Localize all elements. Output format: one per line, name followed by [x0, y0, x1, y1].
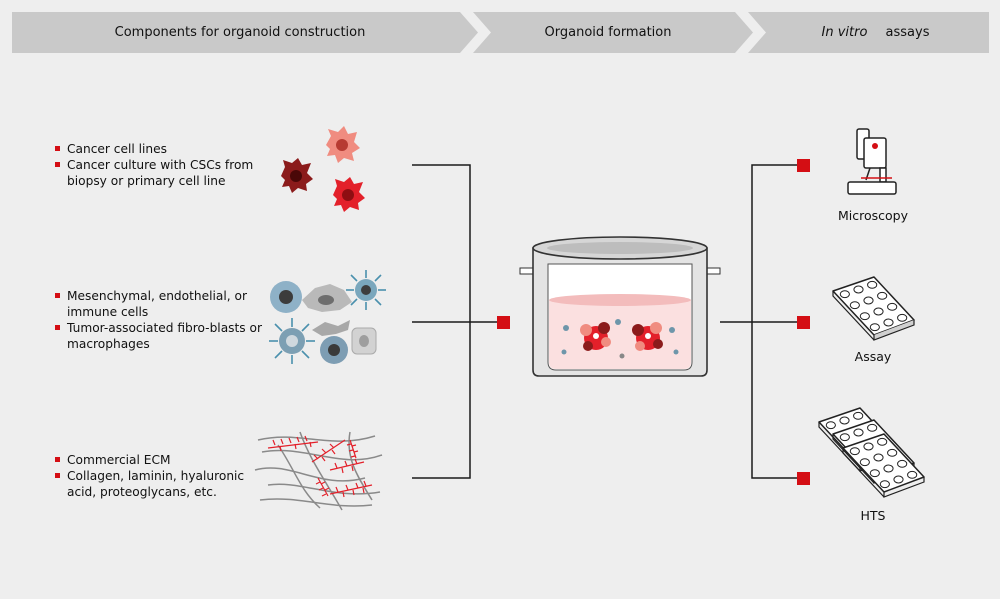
connector-node-assay	[797, 316, 810, 329]
list-item: Tumor-associated fibro-blasts or macroph…	[55, 320, 270, 352]
plate-well	[863, 442, 874, 451]
list-item: Mesenchymal, endothelial, or immune cell…	[55, 288, 270, 320]
plate-well	[887, 302, 898, 311]
list-item: Cancer cell lines	[55, 141, 255, 157]
plate-well	[869, 323, 880, 332]
list-item: Cancer culture with CSCs from biopsy or …	[55, 157, 255, 189]
component-list-cancer-cells: Cancer cell lines Cancer culture with CS…	[55, 141, 255, 189]
connector-node-hts	[797, 472, 810, 485]
assay-label-assay: Assay	[854, 349, 892, 364]
plate-well	[863, 296, 874, 305]
stage-label-assays-italic: In vitro	[821, 25, 868, 40]
hts-plates-icon	[818, 407, 925, 498]
stage-label-formation: Organoid formation	[544, 25, 672, 40]
plate-well	[879, 480, 890, 489]
plate-well	[853, 411, 864, 420]
plate-well	[849, 447, 860, 456]
connector-lines	[412, 164, 797, 479]
assay-label-microscopy: Microscopy	[837, 208, 908, 223]
stage-label-assays: In vitro assays	[808, 25, 930, 40]
plate-well	[839, 433, 850, 442]
connector-node-left	[497, 316, 510, 329]
organoid-cluster-right	[632, 322, 663, 351]
culture-vessel-icon	[519, 236, 721, 377]
stage-label-assays-rest: assays	[881, 25, 930, 40]
plate-well	[877, 437, 888, 446]
plate-well	[883, 464, 894, 473]
microscope-icon	[847, 128, 897, 195]
plate-well	[887, 448, 898, 457]
right-bracket-line	[751, 164, 797, 479]
plate-well	[859, 312, 870, 321]
organoid-cluster-left	[580, 322, 611, 351]
plate-well	[883, 318, 894, 327]
component-list-stromal-cells: Mesenchymal, endothelial, or immune cell…	[55, 288, 270, 352]
ecm-fibers-icon	[254, 431, 383, 511]
plate-well	[893, 475, 904, 484]
assay-plate-wells	[839, 280, 908, 332]
plate-well	[877, 291, 888, 300]
plate-well	[839, 416, 850, 425]
hts-plate-wells-front	[849, 437, 918, 489]
plate-well	[897, 313, 908, 322]
plate-well	[897, 459, 908, 468]
list-item: Commercial ECM	[55, 452, 275, 468]
plate-well	[867, 423, 878, 432]
stage-header-formation: Organoid formation	[473, 12, 753, 53]
stage-header-components: Components for organoid construction	[12, 12, 478, 53]
assay-label-hts: HTS	[860, 508, 886, 523]
plate-well	[853, 428, 864, 437]
plate-well	[839, 290, 850, 299]
stromal-immune-cells-icon	[269, 270, 386, 364]
plate-well	[907, 470, 918, 479]
plate-well	[873, 453, 884, 462]
stage-label-components: Components for organoid construction	[114, 25, 366, 40]
connector-node-microscopy	[797, 159, 810, 172]
component-list-ecm: Commercial ECM Collagen, laminin, hyalur…	[55, 452, 275, 500]
list-item: Collagen, laminin, hyaluronic acid, prot…	[55, 468, 275, 500]
plate-well	[825, 421, 836, 430]
plate-well	[867, 280, 878, 289]
assay-plate-icon	[832, 276, 915, 341]
plate-well	[853, 285, 864, 294]
plate-well	[859, 458, 870, 467]
plate-well	[873, 307, 884, 316]
stage-header-assays: In vitro assays	[748, 12, 989, 53]
plate-well	[849, 301, 860, 310]
plate-well	[869, 469, 880, 478]
cancer-cells-icon	[281, 126, 365, 212]
